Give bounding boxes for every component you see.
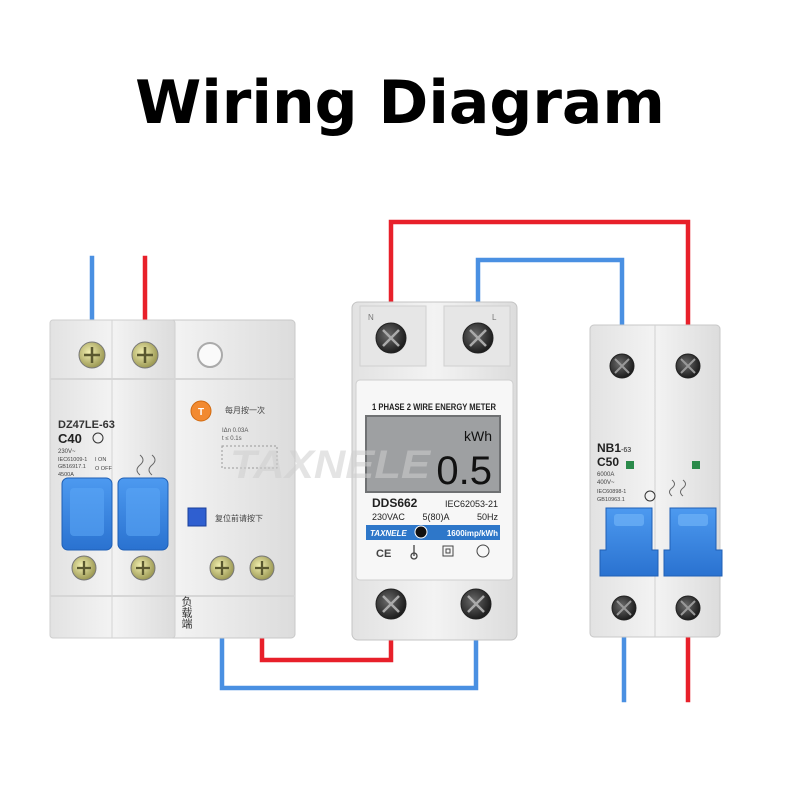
meter-current: 5(80)A bbox=[422, 512, 449, 522]
meter-brand: TAXNELE bbox=[370, 529, 407, 538]
double-insulation-icon bbox=[442, 545, 454, 557]
mcb-standard-b: GB10963.1 bbox=[597, 497, 625, 503]
rcbo-load-label: 负载端 bbox=[180, 595, 193, 630]
thermometer-icon bbox=[410, 545, 418, 560]
energy-meter: N L 1 PHASE 2 WIRE ENERGY METER kWh 0.5 … bbox=[351, 301, 518, 641]
meter-frequency: 50Hz bbox=[477, 512, 499, 522]
mcb-handle-right[interactable] bbox=[663, 507, 723, 577]
meter-voltage: 230VAC bbox=[372, 512, 405, 522]
meter-constant: 1600imp/kWh bbox=[447, 529, 498, 538]
ce-mark-icon: CE bbox=[376, 548, 391, 560]
mcb-standard-a: IEC60898-1 bbox=[597, 489, 626, 495]
mcb-schematic-icon bbox=[669, 479, 686, 497]
rcbo-rating: C40 bbox=[58, 431, 82, 446]
meter-header: 1 PHASE 2 WIRE ENERGY METER bbox=[372, 402, 496, 413]
meter-pulse-led bbox=[414, 525, 428, 539]
rcbo-on-label: I ON bbox=[95, 457, 106, 463]
meter-terminal-n-top: N bbox=[368, 313, 374, 322]
mcb-handle-left[interactable] bbox=[599, 507, 659, 577]
mcb-breaker: NB1-63 C50 6000A 400V~ IEC60898-1 GB1096… bbox=[589, 324, 723, 638]
meter-model: DDS662 bbox=[372, 496, 418, 510]
schematic-symbol-icon bbox=[136, 454, 156, 476]
class-mark-icon bbox=[476, 544, 490, 558]
rcbo-sensitivity-b: t ≤ 0.1s bbox=[222, 436, 242, 442]
mcb-indicator-left bbox=[626, 461, 634, 469]
reset-button[interactable] bbox=[187, 507, 207, 527]
ccc-mark-icon bbox=[92, 432, 104, 444]
brand-watermark: TAXNELE bbox=[230, 443, 431, 487]
meter-to-mcb-live-wire bbox=[388, 219, 691, 333]
rcbo-voltage: 230V~ bbox=[58, 449, 76, 455]
rcbo-test-note: 每月按一次 bbox=[225, 405, 265, 415]
meter-to-mcb-neutral-wire bbox=[475, 257, 625, 333]
mcb-voltage: 400V~ bbox=[597, 480, 615, 486]
rcbo-standard-a: IEC61009-1 bbox=[58, 457, 87, 463]
mcb-rating: C50 bbox=[597, 455, 619, 469]
rcbo-breaker: DZ47LE-63 C40 230V~ IEC61009-1 GB16917.1… bbox=[49, 319, 296, 639]
rcbo-model: DZ47LE-63 bbox=[58, 419, 115, 431]
page-title: Wiring Diagram bbox=[135, 68, 665, 138]
meter-terminal-l-top: L bbox=[492, 313, 497, 322]
test-button-label: T bbox=[198, 407, 204, 418]
rcbo-standard-b: GB16917.1 bbox=[58, 464, 86, 470]
rcbo-sensitivity-a: IΔn 0.03A bbox=[222, 428, 248, 434]
test-button[interactable] bbox=[190, 400, 212, 422]
meter-unit: kWh bbox=[464, 428, 492, 444]
rcbo-indicator-window bbox=[197, 342, 223, 368]
mcb-model: NB1-63 bbox=[597, 441, 631, 455]
ccc-mark-icon-mcb bbox=[644, 490, 656, 502]
mcb-breaking: 6000A bbox=[597, 472, 614, 478]
rcbo-reset-note: 复位前请按下 bbox=[215, 513, 263, 523]
rcbo-breaking: 4500A bbox=[58, 472, 74, 478]
meter-standard: IEC62053-21 bbox=[445, 499, 498, 509]
meter-lcd-display bbox=[365, 415, 501, 493]
rcbo-to-meter-neutral-wire bbox=[219, 587, 479, 691]
meter-reading: 0.5 bbox=[436, 449, 492, 493]
rcbo-off-label: O OFF bbox=[95, 466, 112, 472]
mcb-indicator-right bbox=[692, 461, 700, 469]
